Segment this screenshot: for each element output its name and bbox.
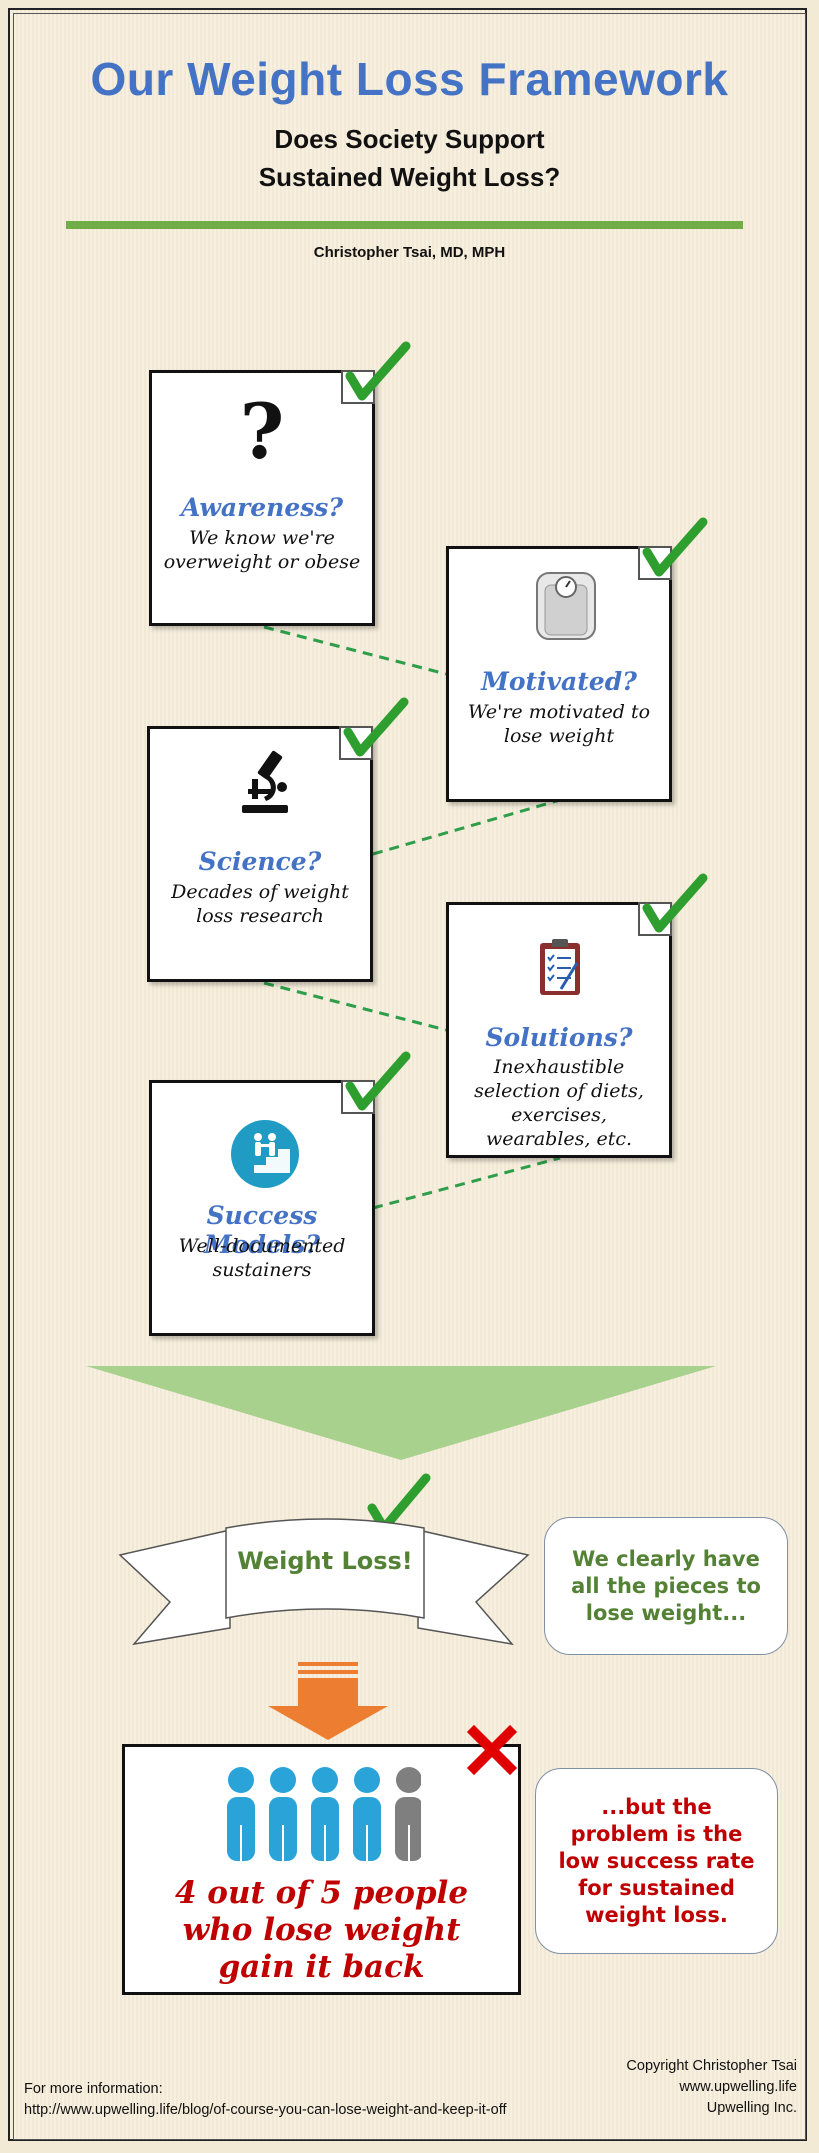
connector-solutions-success (372, 1156, 561, 1210)
connector-motivated-science (372, 798, 561, 856)
card-motivated: Motivated? We're motivated to lose weigh… (446, 546, 672, 802)
card-success-models: Success Models? Well-documented sustaine… (149, 1080, 375, 1336)
card-desc-line-2: lose weight (503, 725, 615, 747)
success-stairs-icon (231, 1120, 299, 1188)
scale-icon (536, 572, 596, 640)
footer-info: For more information: http://www.upwelli… (24, 2079, 507, 2121)
clipboard-icon (540, 939, 580, 995)
card-heading: Solutions? (485, 1023, 633, 1052)
card-solutions: Solutions? Inexhaustible selection of di… (446, 902, 672, 1158)
microscope-icon (242, 750, 288, 813)
card-desc-line-4: wearables, etc. (485, 1128, 633, 1150)
author-byline: Christopher Tsai, MD, MPH (313, 244, 506, 261)
page-title: Our Weight Loss Framework (90, 53, 729, 105)
footer-copyright: Copyright Christopher Tsai www.upwelling… (626, 2056, 797, 2119)
card-fold (638, 902, 672, 936)
connector-science-solutions (263, 981, 447, 1032)
pieces-callout: We clearly have all the pieces to lose w… (544, 1517, 788, 1655)
card-desc-line-1: Inexhaustible (493, 1056, 625, 1078)
problem-callout: ...but the problem is the low success ra… (535, 1768, 778, 1954)
subtitle-line-1: Does Society Support (274, 124, 545, 154)
result-statement: 4 out of 5 people who lose weight gain i… (125, 1875, 518, 1986)
result-line-1: 4 out of 5 people (174, 1875, 469, 1911)
footer-info-label: For more information: (24, 2081, 163, 2097)
card-fold (339, 726, 373, 760)
card-heading: Awareness? (180, 493, 344, 522)
result-line-3: gain it back (218, 1949, 425, 1985)
footer-url-link[interactable]: http://www.upwelling.life/blog/of-course… (24, 2102, 507, 2118)
card-fold (638, 546, 672, 580)
copyright-text: Copyright Christopher Tsai (626, 2058, 797, 2074)
weight-loss-banner-label: Weight Loss! (237, 1547, 413, 1575)
site-link[interactable]: www.upwelling.life (679, 2079, 797, 2095)
card-desc-line-2: overweight or obese (163, 551, 361, 573)
card-desc-line-2: sustainers (212, 1259, 312, 1281)
card-science: Science? Decades of weight loss research (147, 726, 373, 982)
card-heading: Motivated? (481, 667, 637, 696)
subtitle-line-2: Sustained Weight Loss? (258, 162, 561, 192)
people-icons (227, 1767, 421, 1861)
card-awareness: ? Awareness? We know we're overweight or… (149, 370, 375, 626)
card-heading: Science? (198, 847, 322, 876)
card-desc-line-3: exercises, (511, 1104, 607, 1126)
card-desc-line-1: Well-documented (178, 1235, 346, 1257)
result-line-2: who lose weight (182, 1912, 461, 1948)
question-mark-icon: ? (239, 387, 285, 476)
card-desc-line-2: selection of diets, (474, 1080, 644, 1102)
connector-awareness-motivated (263, 625, 447, 676)
card-desc-line-1: We know we're (189, 527, 335, 549)
card-heading: Success Models? (204, 1201, 320, 1259)
green-divider (66, 221, 743, 229)
card-desc-line-1: We're motivated to (467, 701, 651, 723)
result-box: 4 out of 5 people who lose weight gain i… (122, 1744, 521, 1995)
card-desc-line-2: loss research (196, 905, 324, 927)
card-desc-line-1: Decades of weight (171, 881, 349, 903)
card-fold (341, 1080, 375, 1114)
company-name: Upwelling Inc. (706, 2100, 797, 2116)
